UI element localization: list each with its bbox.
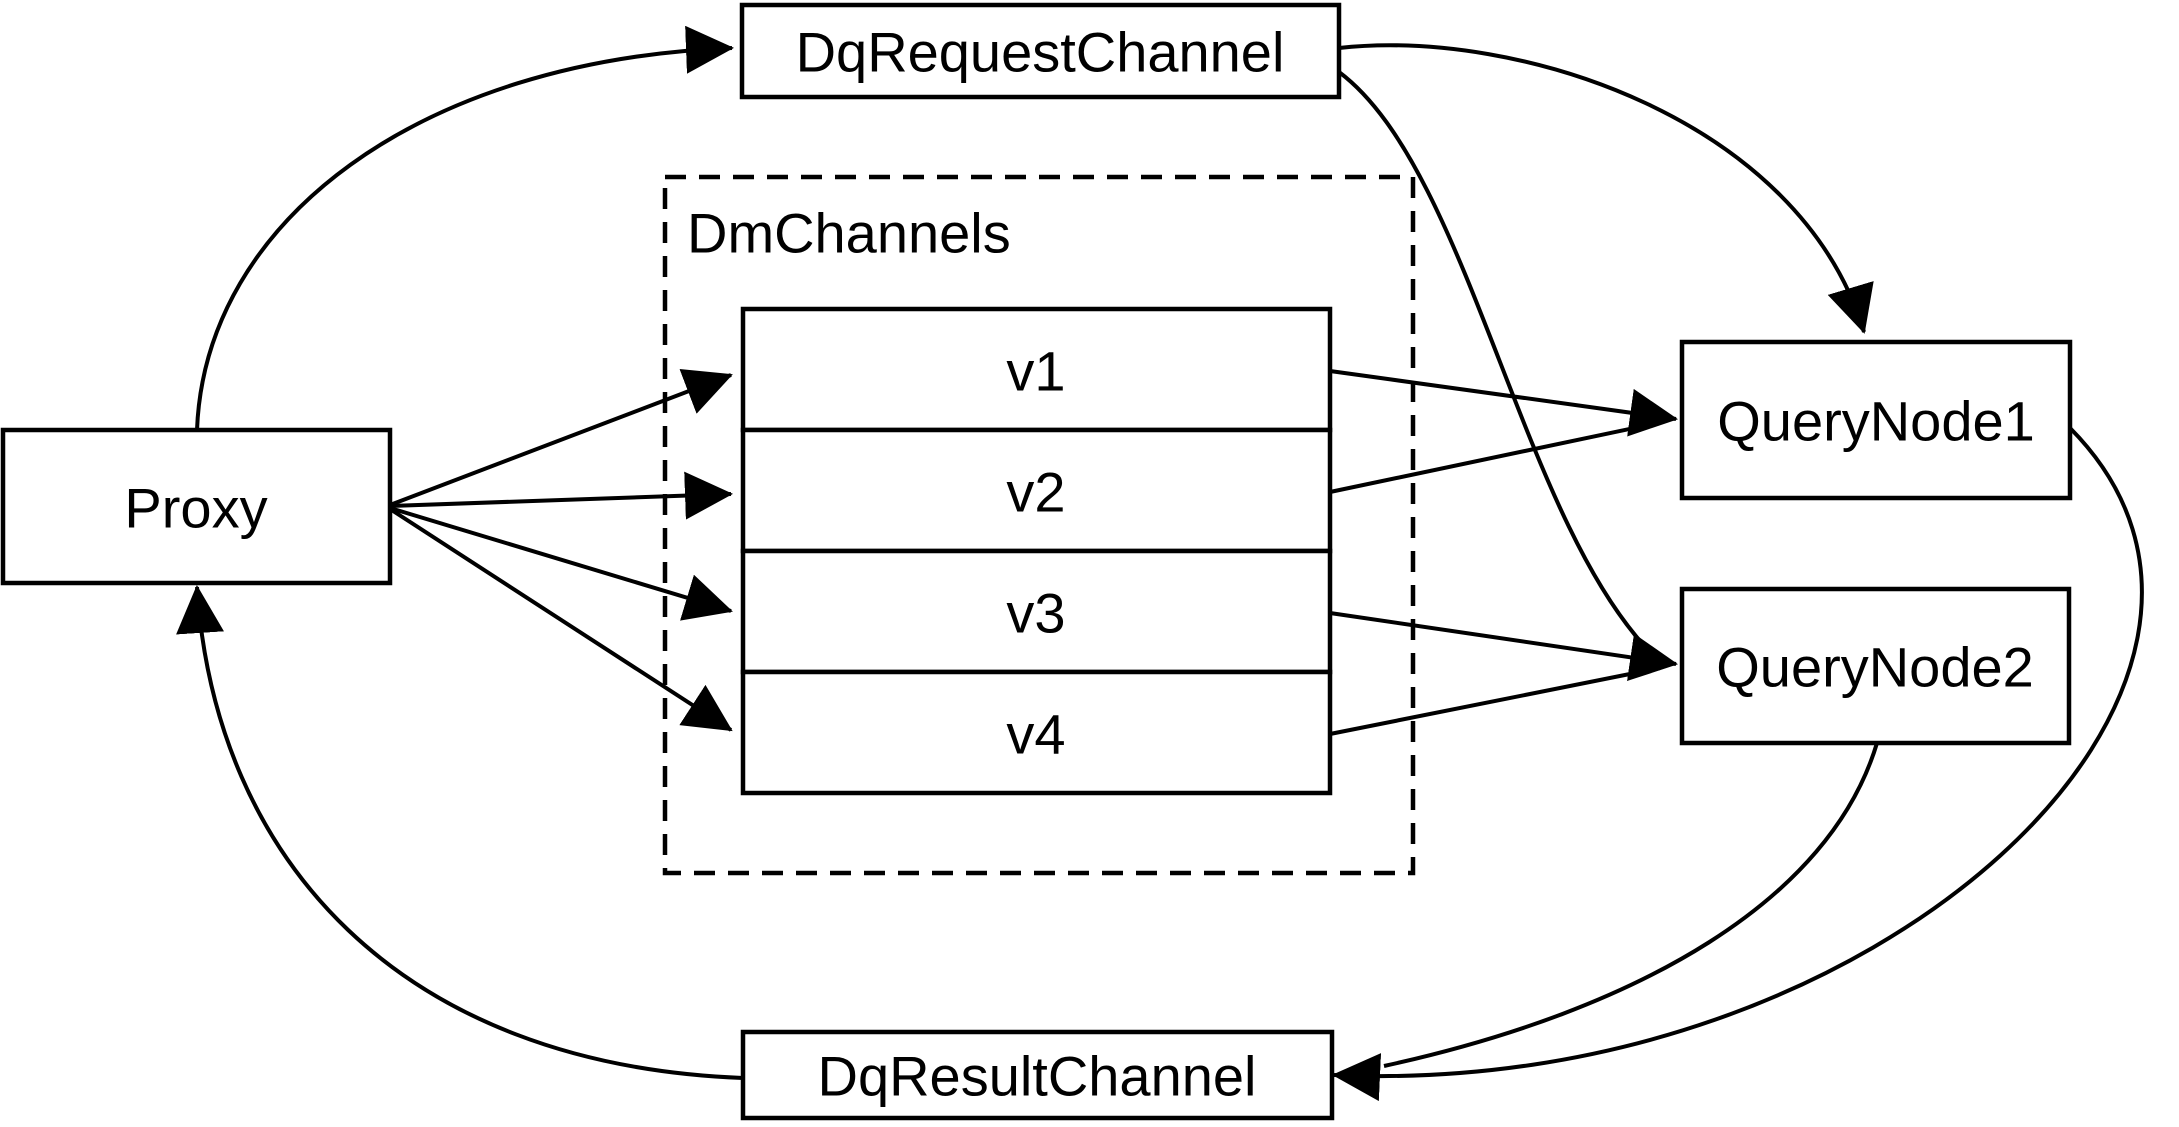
proxy-label: Proxy: [124, 477, 267, 540]
proxy-box: [0, 427, 393, 586]
edge-dqresultchannel-to-proxy: [176, 585, 744, 1080]
query-node-1-box: [1679, 339, 2073, 501]
edge-dqrequestchannel-to-querynode1: [1338, 43, 1874, 334]
edge-v2-to-querynode1: [1329, 421, 1659, 494]
edge-v3-to-querynode2: [1329, 611, 1678, 682]
dq-result-channel-label: DqResultChannel: [818, 1045, 1257, 1108]
channel-label-v1: v1: [1006, 340, 1065, 403]
node-query-node-1: QueryNode1: [1679, 339, 2073, 501]
dmchannels-group-label: DmChannels: [687, 202, 1011, 265]
channel-label-v3: v3: [1006, 582, 1065, 645]
edge-layer: [176, 25, 2144, 1102]
edge-proxy-to-v4: [388, 507, 733, 732]
dq-request-channel-box: [739, 2, 1342, 100]
dq-request-channel-label: DqRequestChannel: [796, 21, 1285, 84]
node-query-node-2: QueryNode2: [1679, 586, 2072, 746]
channel-row-v2: [740, 427, 1333, 554]
dmchannels-group-box: [662, 174, 1416, 876]
query-node-2-box: [1679, 586, 2072, 746]
edge-querynode1-to-dqresultchannel: [1332, 426, 2144, 1102]
edge-proxy-to-v1: [389, 368, 733, 507]
channel-label-v2: v2: [1006, 461, 1065, 524]
edge-querynode2-to-dqresultchannel: [1383, 742, 1879, 1068]
dq-result-channel-box: [740, 1029, 1335, 1121]
channel-label-v4: v4: [1006, 703, 1065, 766]
edge-v1-to-querynode1: [1329, 369, 1678, 437]
query-node-1-label: QueryNode1: [1717, 390, 2035, 453]
channel-row-v1: [740, 306, 1333, 433]
edge-proxy-to-dqrequestchannel: [195, 25, 734, 431]
node-dq-result-channel: DqResultChannel: [740, 1029, 1335, 1121]
edge-dqrequestchannel-to-querynode2: [1337, 70, 1654, 656]
query-node-2-label: QueryNode2: [1716, 636, 2034, 699]
edge-proxy-to-v2: [389, 471, 733, 520]
edge-proxy-to-v3: [389, 506, 733, 621]
edge-v4-to-querynode2: [1329, 666, 1661, 736]
dmchannels-table: v1 v2 v3 v4: [740, 306, 1333, 796]
channel-row-v4: [740, 669, 1333, 796]
node-proxy: Proxy: [0, 427, 393, 586]
node-dq-request-channel: DqRequestChannel: [739, 2, 1342, 100]
